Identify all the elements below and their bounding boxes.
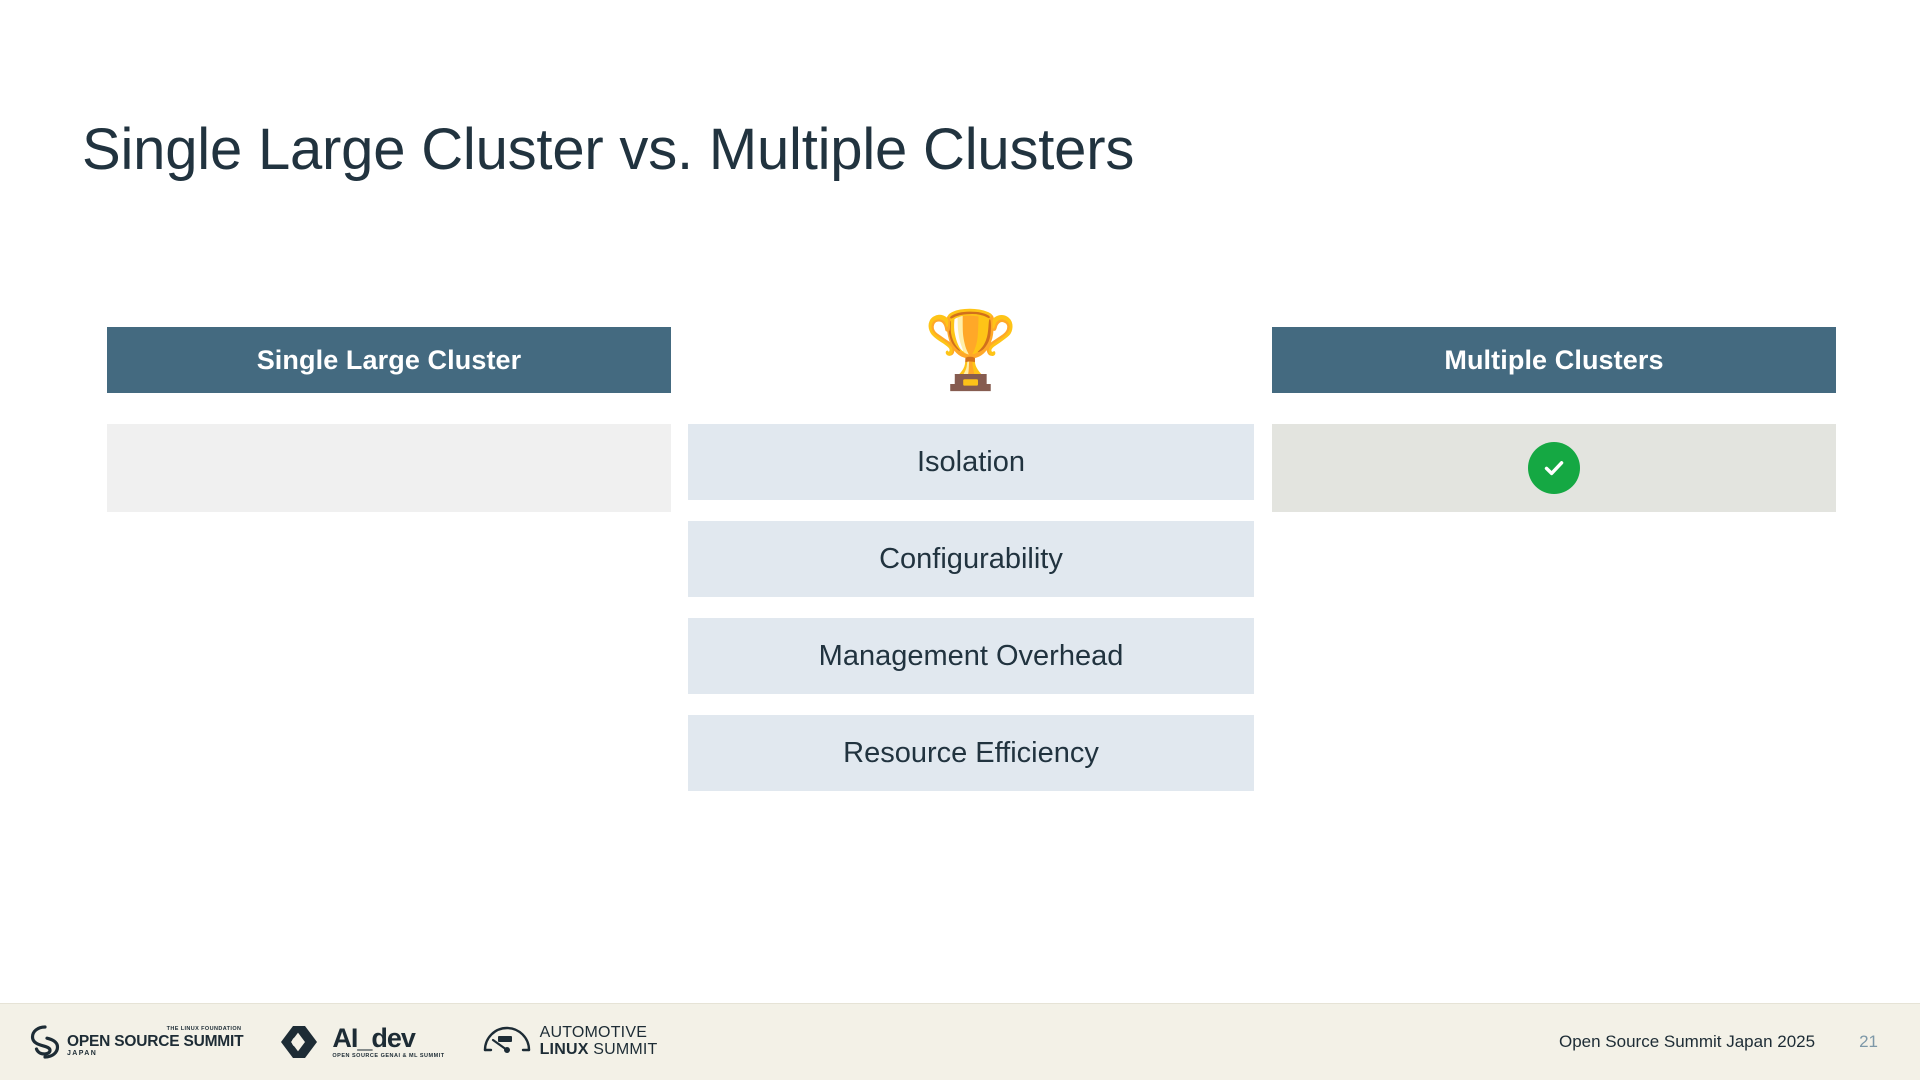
automotive-linux-summit-logo: AUTOMOTIVE LINUX SUMMIT [481, 1024, 658, 1059]
criteria-row: Management Overhead [688, 618, 1254, 694]
right-result-cell-isolation [1272, 424, 1836, 512]
ai-dev-mark-icon [281, 1026, 318, 1058]
column-header-single-large-cluster: Single Large Cluster [107, 327, 671, 393]
page-title: Single Large Cluster vs. Multiple Cluste… [82, 117, 1135, 182]
criteria-row: Isolation [688, 424, 1254, 500]
logo-line-2-bold: LINUX [539, 1041, 589, 1058]
slide-footer: THE LINUX FOUNDATION OPEN SOURCE SUMMIT … [0, 1003, 1920, 1080]
left-result-cell-resource-efficiency [107, 715, 671, 803]
criteria-row: Resource Efficiency [688, 715, 1254, 791]
right-result-cell-management-overhead [1272, 618, 1836, 706]
right-result-cell-resource-efficiency [1272, 715, 1836, 803]
column-header-multiple-clusters: Multiple Clusters [1272, 327, 1836, 393]
slide-number: 21 [1859, 1032, 1878, 1051]
check-circle-icon [1528, 442, 1580, 494]
right-result-column [1272, 424, 1836, 812]
linux-foundation-s-icon [30, 1025, 60, 1059]
footer-meta: Open Source Summit Japan 2025 21 [1559, 1004, 1878, 1080]
logo-line-1: AUTOMOTIVE [539, 1024, 648, 1042]
criteria-column: Isolation Configurability Management Ove… [688, 424, 1254, 812]
logo-line-2-rest: SUMMIT [593, 1041, 658, 1058]
logo-name: AI_dev [332, 1022, 416, 1053]
logo-tagline: OPEN SOURCE GENAI & ML SUMMIT [332, 1052, 445, 1059]
footer-logo-group: THE LINUX FOUNDATION OPEN SOURCE SUMMIT … [30, 1004, 658, 1080]
open-source-summit-japan-logo: THE LINUX FOUNDATION OPEN SOURCE SUMMIT … [30, 1025, 244, 1059]
speedometer-icon [483, 1026, 530, 1053]
footer-event-name: Open Source Summit Japan 2025 [1558, 1032, 1816, 1051]
left-result-cell-isolation [107, 424, 671, 512]
criteria-row: Configurability [688, 521, 1254, 597]
left-result-cell-management-overhead [107, 618, 671, 706]
right-result-cell-configurability [1272, 521, 1836, 609]
logo-name: OPEN SOURCE SUMMIT [67, 1032, 244, 1050]
left-result-cell-configurability [107, 521, 671, 609]
left-result-column [107, 424, 671, 812]
logo-region: JAPAN [67, 1050, 98, 1057]
logo-tagline: THE LINUX FOUNDATION [166, 1026, 242, 1032]
trophy-icon: 🏆 [923, 308, 1019, 393]
ai-dev-logo: AI_dev OPEN SOURCE GENAI & ML SUMMIT [279, 1024, 444, 1060]
